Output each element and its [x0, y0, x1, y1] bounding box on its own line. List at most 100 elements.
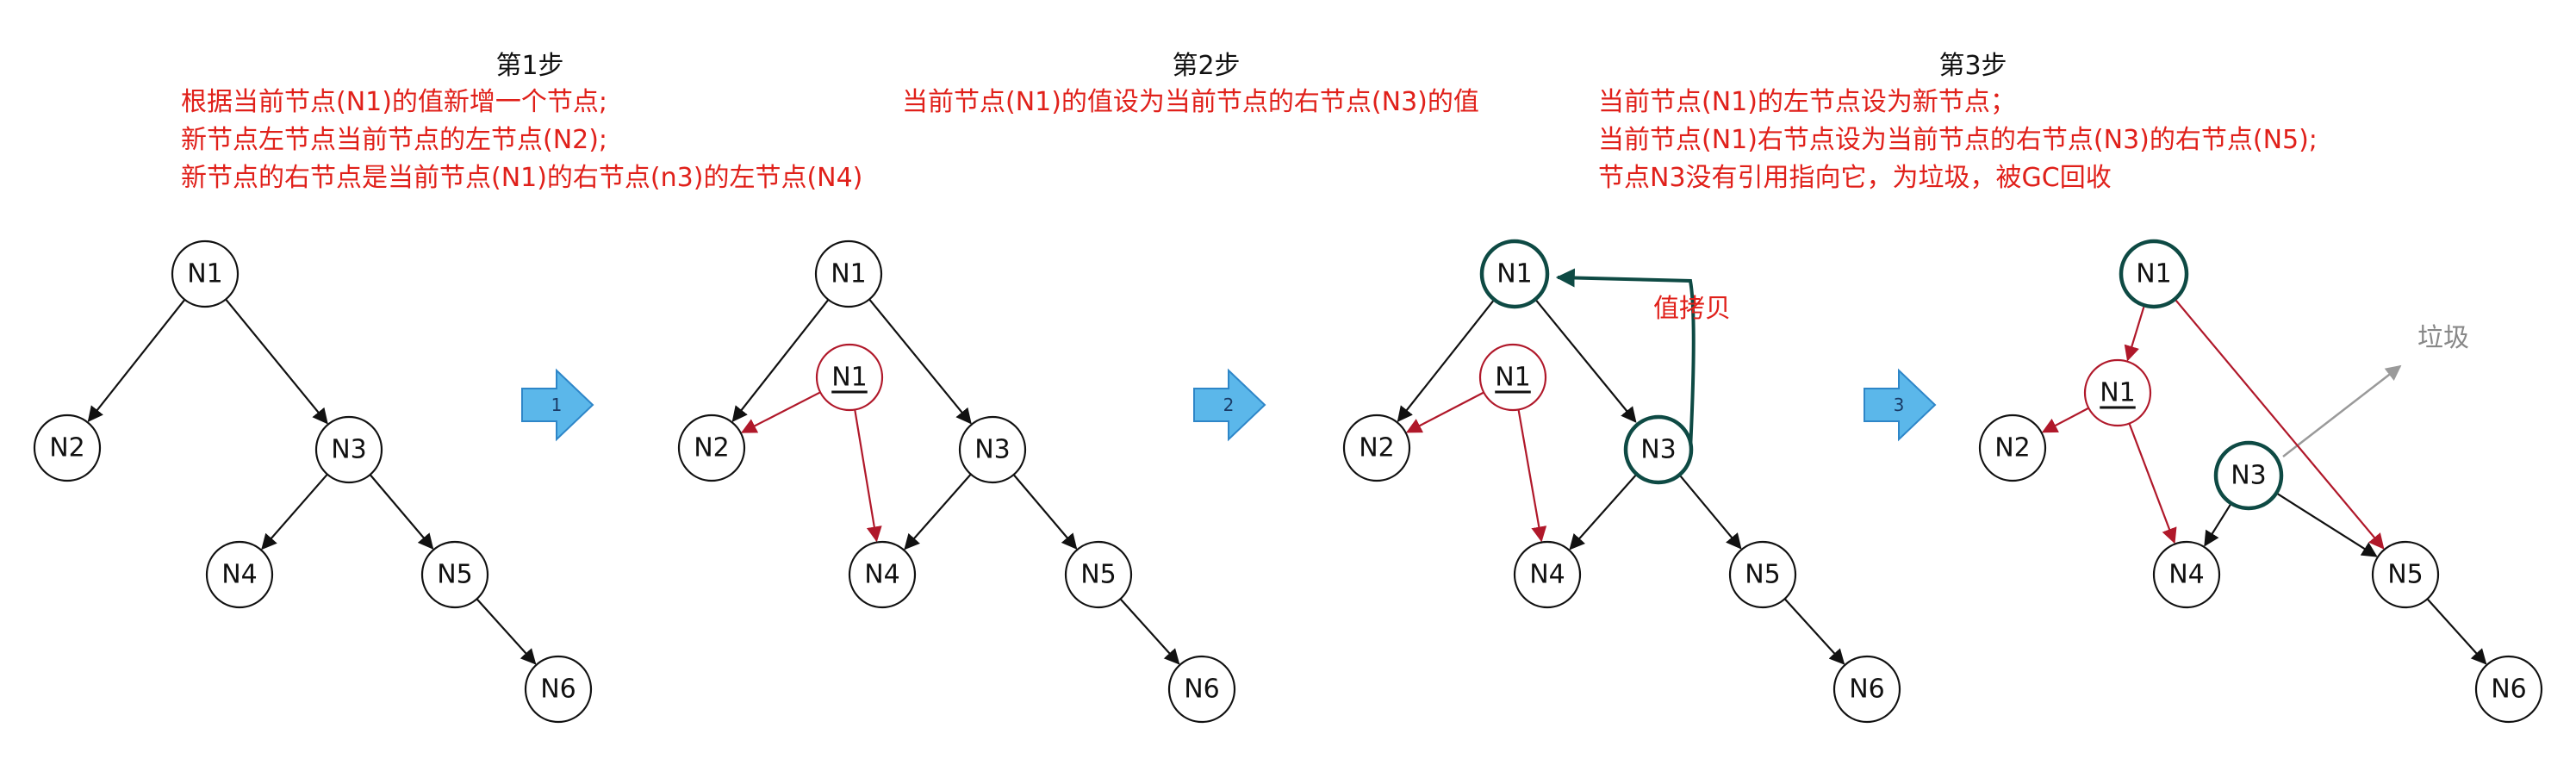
node-n3-circle	[1623, 414, 1694, 485]
node-n2-label: N2	[1359, 433, 1395, 463]
edge-n1-to-n2	[87, 299, 186, 423]
edge-n1-to-n5	[2175, 299, 2385, 550]
node-n6-label: N6	[540, 675, 576, 705]
node-n5-circle	[1064, 540, 1133, 609]
edge-new-to-n2	[740, 391, 821, 433]
node-n4-circle	[205, 540, 274, 609]
edge-n5-to-n6	[1119, 598, 1180, 665]
new-node-circle	[815, 343, 884, 412]
step-arrow-3-label: 3	[1894, 395, 1905, 415]
node-n4-circle	[2152, 540, 2221, 609]
step-arrow-1: 1	[521, 368, 594, 442]
node-n2-circle	[1342, 414, 1411, 482]
node-n2-circle	[677, 414, 746, 482]
node-n4-label: N4	[221, 560, 258, 590]
edge-n3-to-n5	[1679, 476, 1742, 550]
garbage-pointer-arrow	[2282, 364, 2402, 457]
edge-n3-to-n5	[369, 474, 434, 550]
node-n4-label: N4	[1529, 560, 1565, 590]
new-node-label: N1	[2100, 378, 2136, 408]
step-1-note-1: 根据当前节点(N1)的值新增一个节点;	[181, 87, 607, 117]
value-copy-label: 值拷贝	[1653, 294, 1731, 324]
node-n2-circle	[33, 414, 102, 482]
node-n5-circle	[1728, 540, 1797, 609]
node-n4-circle	[848, 540, 917, 609]
node-n1-label: N1	[187, 259, 223, 289]
step-1-title: 第1步	[495, 51, 563, 81]
edge-new-to-n4	[2128, 423, 2177, 544]
edge-n3-to-n4	[1569, 475, 1637, 550]
edge-new-to-n2	[1405, 391, 1484, 433]
node-n5-circle	[2371, 540, 2440, 609]
node-n4-label: N4	[864, 560, 900, 590]
garbage-label: 垃圾	[2417, 323, 2469, 353]
step-1-note-2: 新节点左节点当前节点的左节点(N2);	[181, 125, 607, 155]
step-1-note-3: 新节点的右节点是当前节点(N1)的右节点(n3)的左节点(N4)	[181, 163, 862, 193]
step-2-header: 第2步 当前节点(N1)的值设为当前节点的右节点(N3)的值	[902, 51, 1479, 117]
step-2-title: 第2步	[1172, 51, 1240, 81]
edge-n1-to-n3	[225, 298, 328, 425]
new-node-label: N1	[1495, 363, 1531, 393]
node-n2-label: N2	[1994, 433, 2031, 463]
node-n4-label: N4	[2168, 560, 2205, 590]
value-copy-connector	[1555, 268, 1696, 451]
edge-n1-to-n3	[868, 298, 972, 425]
right-arrow-icon	[1193, 368, 1266, 442]
step-3-header: 第3步 当前节点(N1)的左节点设为新节点； 当前节点(N1)右节点设为当前节点…	[1598, 51, 2318, 193]
node-n4-circle	[1513, 540, 1582, 609]
step-2-note-1: 当前节点(N1)的值设为当前节点的右节点(N3)的值	[902, 87, 1479, 117]
edge-n3-to-n4	[904, 473, 972, 550]
node-n6-circle	[524, 655, 593, 724]
edge-n5-to-n6	[2426, 598, 2487, 665]
new-node-circle	[2083, 358, 2152, 427]
node-n2-label: N2	[49, 433, 85, 463]
new-node-label: N1	[831, 363, 868, 393]
edge-new-to-n4	[854, 409, 882, 543]
edge-n1-to-n2	[731, 299, 830, 422]
node-n3-label: N3	[974, 435, 1011, 465]
node-n5-label: N5	[1745, 560, 1781, 590]
node-n6-label: N6	[1184, 675, 1220, 705]
step-3-note-2: 当前节点(N1)右节点设为当前节点的右节点(N3)的右节点(N5);	[1598, 125, 2318, 155]
node-n6-circle	[1832, 655, 1901, 724]
node-n6-label: N6	[1849, 675, 1885, 705]
step-arrow-1-label: 1	[551, 395, 563, 415]
node-n1-circle	[2119, 239, 2189, 309]
edge-new-to-n2	[2041, 407, 2089, 433]
right-arrow-icon	[1864, 368, 1937, 442]
edge-n3-to-n5	[1012, 474, 1078, 550]
node-n3-circle	[958, 415, 1027, 484]
edge-n3-to-n4	[261, 473, 328, 550]
node-n6-label: N6	[2491, 675, 2527, 705]
node-n1-label: N1	[1496, 259, 1533, 289]
node-n1-circle	[1479, 239, 1550, 309]
node-n5-label: N5	[437, 560, 473, 590]
step-3-title: 第3步	[1938, 51, 2007, 81]
node-n2-label: N2	[694, 433, 730, 463]
node-n1-label: N1	[831, 259, 867, 289]
node-n3-label: N3	[2231, 461, 2267, 491]
step-1-header: 第1步 根据当前节点(N1)的值新增一个节点; 新节点左节点当前节点的左节点(N…	[181, 51, 862, 193]
step-arrow-2: 2	[1193, 368, 1266, 442]
node-n2-circle	[1978, 414, 2047, 482]
right-arrow-icon	[521, 368, 594, 442]
node-n1-label: N1	[2136, 259, 2172, 289]
node-n3-label: N3	[1640, 435, 1677, 465]
node-n1-circle	[814, 239, 883, 308]
node-n3-circle	[314, 415, 383, 484]
edge-n5-to-n6	[1783, 598, 1845, 665]
node-n6-circle	[2474, 655, 2543, 724]
edge-new-to-n4	[1517, 409, 1547, 543]
node-n5-label: N5	[1080, 560, 1117, 590]
node-n5-label: N5	[2387, 560, 2424, 590]
edge-n1-to-n3	[1535, 300, 1637, 423]
edge-n5-to-n6	[476, 598, 537, 665]
node-n5-circle	[420, 540, 489, 609]
edge-n3-to-n5	[2277, 493, 2378, 557]
step-3-note-1: 当前节点(N1)的左节点设为新节点；	[1598, 87, 2016, 117]
edge-n1-to-new	[2124, 306, 2145, 362]
step-3-note-3: 节点N3没有引用指向它，为垃圾，被GC回收	[1598, 163, 2112, 193]
